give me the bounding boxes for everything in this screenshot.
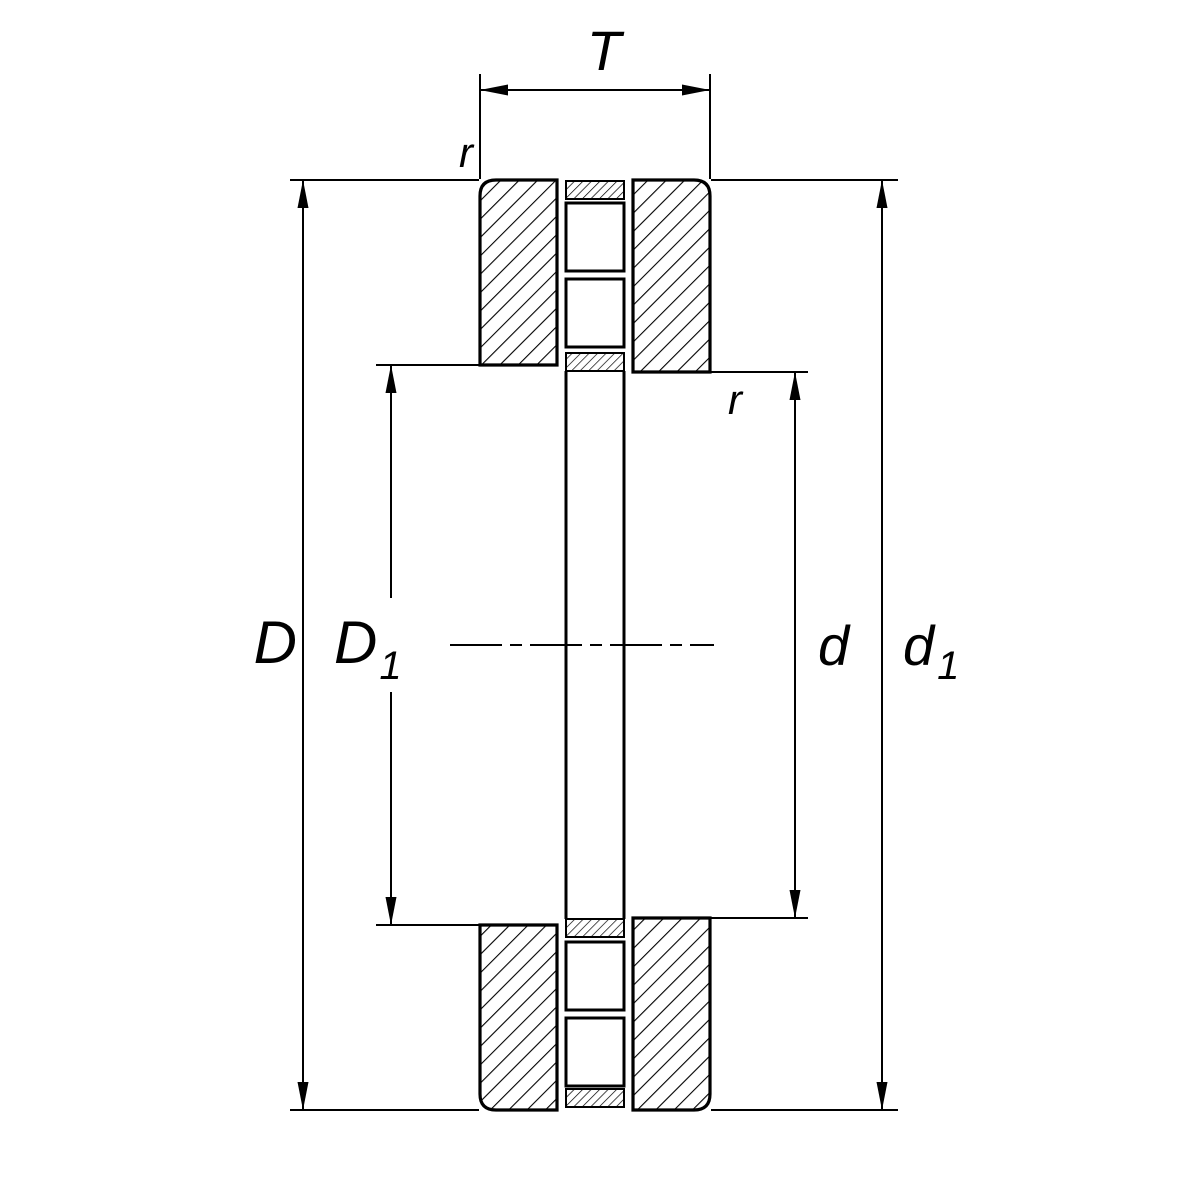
cage-section <box>565 1088 625 1108</box>
arrowhead-down <box>297 1082 309 1110</box>
label-d1-subscript: 1 <box>937 644 959 688</box>
arrowhead-up <box>789 372 801 400</box>
housing-washer-upper-section <box>478 178 559 367</box>
label-r-outer: r <box>459 129 475 176</box>
label-r-bore: r <box>728 376 744 423</box>
arrowhead-up <box>385 365 397 393</box>
roller <box>564 277 626 349</box>
arrowhead-up <box>297 180 309 208</box>
label-d1-base: d <box>903 614 936 677</box>
dimension-D: D <box>254 179 479 1111</box>
shaft-washer-upper-section <box>631 178 712 374</box>
cage-section <box>565 180 625 200</box>
dimension-T: T <box>479 19 711 179</box>
dimension-d1: d1 <box>711 179 959 1111</box>
roller <box>564 201 626 273</box>
label-d1: d1 <box>903 614 959 688</box>
roller <box>564 940 626 1012</box>
label-D1: D1 <box>334 609 402 688</box>
arrowhead-down <box>876 1082 888 1110</box>
dimension-d: d <box>711 371 851 919</box>
dimension-D1: D1 <box>334 364 479 926</box>
housing-washer-lower-section <box>478 923 559 1112</box>
label-D: D <box>254 609 297 676</box>
cage-section <box>565 918 625 938</box>
label-D1-base: D <box>334 609 377 676</box>
arrowhead-right <box>682 84 710 96</box>
label-T: T <box>587 19 625 82</box>
arrowhead-down <box>385 897 397 925</box>
shaft-washer-lower-section <box>631 916 712 1112</box>
bearing-section <box>478 178 712 1112</box>
label-d: d <box>818 614 851 677</box>
arrowhead-down <box>789 890 801 918</box>
arrowhead-up <box>876 180 888 208</box>
cage-section <box>565 352 625 372</box>
roller <box>564 1016 626 1088</box>
label-D1-subscript: 1 <box>379 644 401 688</box>
arrowhead-left <box>480 84 508 96</box>
